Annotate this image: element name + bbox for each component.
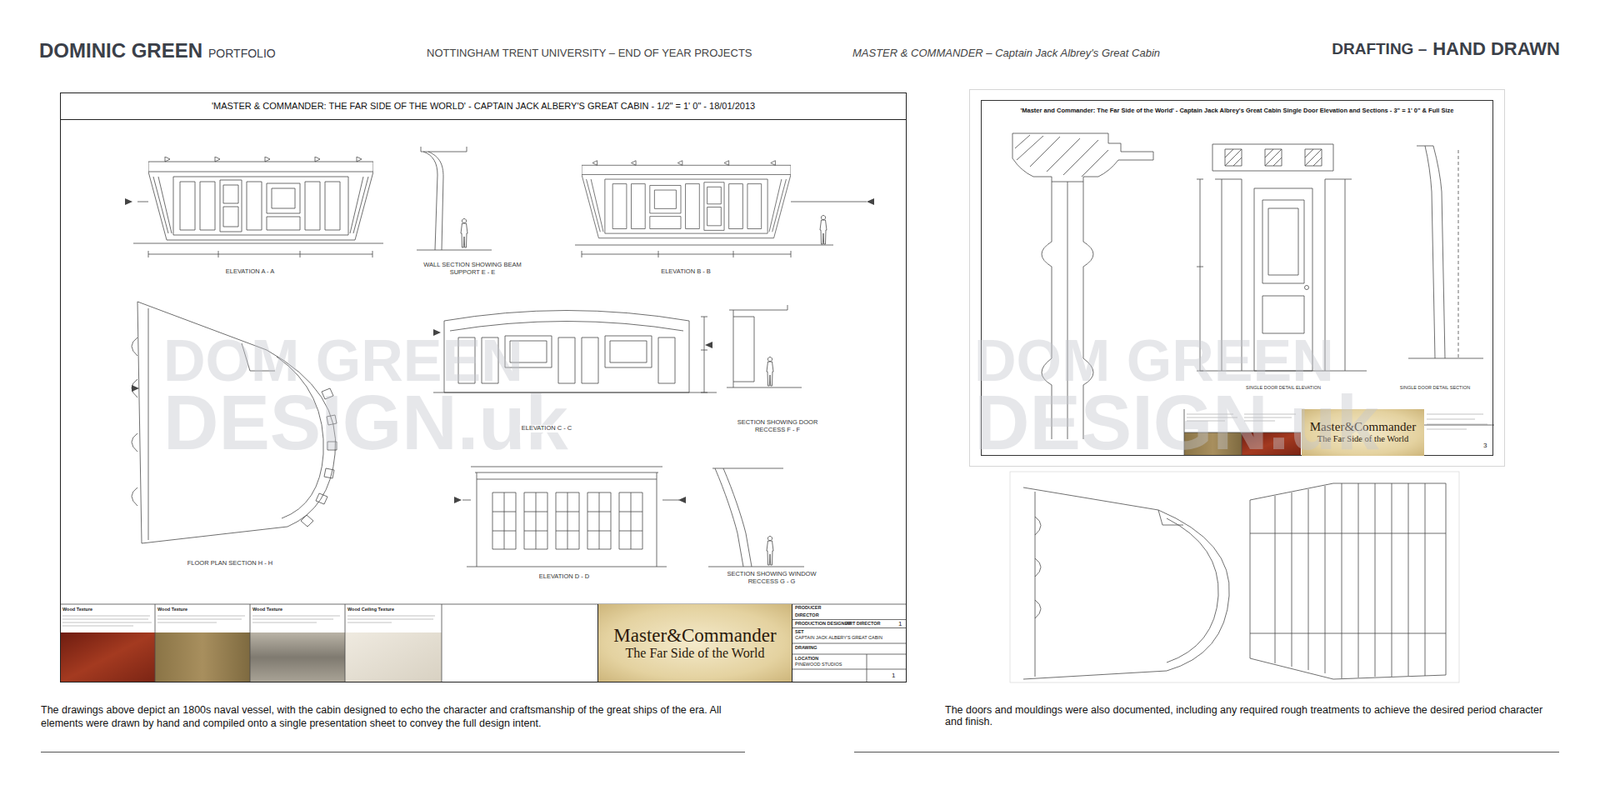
logo-title: Master&Commander xyxy=(613,625,776,646)
drawing-label: SECTION SHOWING WINDOW RECCESS G - G xyxy=(720,570,824,585)
sheet-number: 3 xyxy=(1483,441,1487,450)
drawing-label: ELEVATION A - A xyxy=(224,268,277,276)
rule-line xyxy=(40,751,745,753)
title-block-cell: LOCATION xyxy=(795,655,819,661)
sheet-title: 'Master and Commander: The Far Side of t… xyxy=(986,106,1488,115)
caption-text: The drawings above depict an 1800s naval… xyxy=(40,704,741,730)
title-block-cell: PINEWOOD STUDIOS xyxy=(795,661,843,667)
drawing-label: ELEVATION D - D xyxy=(537,573,592,581)
header-text: NOTTINGHAM TRENT UNIVERSITY – END OF YEA… xyxy=(426,47,753,60)
title-block-cell: ART DIRECTOR xyxy=(845,620,880,626)
film-logo: Master&CommanderThe Far Side of the Worl… xyxy=(597,604,793,682)
texture-label: Wood Ceiling Texture xyxy=(347,606,395,612)
header-text: MASTER & COMMANDER – Captain Jack Albrey… xyxy=(852,47,1160,60)
drawing-label: SINGLE DOOR DETAIL ELEVATION xyxy=(1244,385,1323,390)
logo-subtitle: The Far Side of the World xyxy=(625,645,765,661)
title-block-cell: DRAWING xyxy=(795,645,818,650)
sheet-number: 1 xyxy=(898,620,902,628)
section-tag: HAND DRAWN xyxy=(1432,38,1560,60)
rule-line xyxy=(854,751,1560,753)
sheet-number: 1 xyxy=(891,671,895,680)
watermark: DESIGN.uk xyxy=(163,379,569,468)
caption-text: The doors and mouldings were also docume… xyxy=(945,704,1562,729)
texture-label: Wood Texture xyxy=(157,606,188,612)
texture-label: Wood Texture xyxy=(252,606,283,612)
title-block-cell: DIRECTOR xyxy=(795,612,820,618)
title-block-cell: SET xyxy=(795,629,805,635)
texture-label: Wood Texture xyxy=(62,606,93,612)
title-block-cell: PRODUCTION DESIGNER xyxy=(795,620,851,626)
drawing-label: ELEVATION B - B xyxy=(659,268,713,276)
title-block-cell: PRODUCER xyxy=(795,605,821,610)
drawing-label: FLOOR PLAN SECTION H - H xyxy=(185,560,275,568)
sheet-title: 'MASTER & COMMANDER: THE FAR SIDE OF THE… xyxy=(60,93,906,120)
drawing-label: WALL SECTION SHOWING BEAM SUPPORT E - E xyxy=(420,261,525,276)
drawing-label: ELEVATION C - C xyxy=(520,425,575,433)
portfolio-tag: PORTFOLIO xyxy=(208,46,276,60)
portfolio-name: DOMINIC GREEN xyxy=(39,39,203,63)
drawing-label: SINGLE DOOR DETAIL SECTION xyxy=(1398,385,1472,390)
watermark: DESIGN.uk xyxy=(974,379,1380,468)
section-tag: DRAFTING – xyxy=(1331,40,1427,59)
drawing-label: SECTION SHOWING DOOR RECCESS F - F xyxy=(730,419,825,434)
title-block-cell: CAPTAIN JACK ALBERY'S GREAT CABIN xyxy=(795,635,883,640)
